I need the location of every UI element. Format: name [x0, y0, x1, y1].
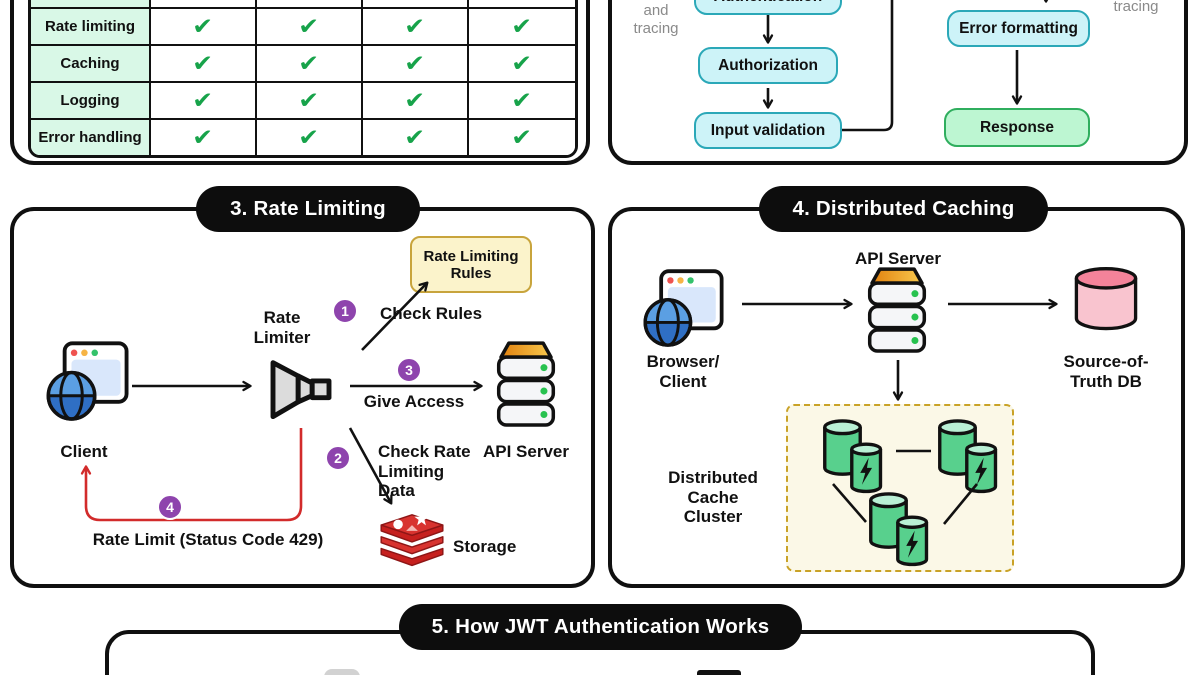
- step-badge-2: 2: [325, 445, 351, 471]
- step-badge-3: 3: [396, 357, 422, 383]
- table-cell: ✔: [363, 46, 469, 83]
- table-row-label: Caching: [31, 46, 151, 83]
- check-icon: ✔: [298, 124, 320, 150]
- step-badge-4: 4: [157, 494, 183, 520]
- browser-client-icon: [643, 269, 724, 347]
- step-badge-1: 1: [332, 298, 358, 324]
- cache-node-icon: [938, 419, 998, 494]
- table-cell: ✔: [151, 9, 257, 46]
- rate-limiter-megaphone-icon: [270, 360, 332, 420]
- cache-api-server-label: API Server: [855, 249, 941, 268]
- check-icon: ✔: [192, 13, 214, 39]
- check-icon: ✔: [511, 50, 533, 76]
- api-server-icon: [496, 341, 556, 427]
- error-formatting-node: Error formatting: [947, 10, 1090, 47]
- table-cell: ✔: [469, 83, 575, 120]
- check-icon: ✔: [404, 124, 426, 150]
- table-cell: ✔: [151, 46, 257, 83]
- check-icon: ✔: [298, 13, 320, 39]
- laptop-icon: [697, 670, 741, 675]
- table-cell: ✔: [257, 120, 363, 155]
- table-row-label: Rate limiting: [31, 9, 151, 46]
- response-node: Response: [944, 108, 1090, 147]
- check-icon: ✔: [404, 50, 426, 76]
- cache-node-icon: [869, 492, 929, 567]
- table-cell: ✔: [469, 120, 575, 155]
- cache-node-icon: [823, 419, 883, 494]
- section-title-rate-limiting: 3. Rate Limiting: [196, 186, 420, 232]
- client-label: Client: [60, 442, 108, 461]
- check-icon: ✔: [404, 13, 426, 39]
- rate-limit-429-label: Rate Limit (Status Code 429): [92, 530, 324, 549]
- pipeline-note-right: tracing: [1113, 0, 1159, 15]
- check-icon: ✔: [298, 50, 320, 76]
- user-icon: [324, 669, 360, 675]
- check-icon: ✔: [192, 87, 214, 113]
- table-cell: ✔: [257, 46, 363, 83]
- table-cell: ✔: [257, 9, 363, 46]
- pipeline-note-left: and tracing: [633, 2, 679, 37]
- rate-limiting-panel: Client Rate Limiter 1 Check Rules Rate L…: [10, 207, 595, 588]
- section-title-distributed-caching: 4. Distributed Caching: [759, 186, 1048, 232]
- rate-limiter-label: Rate Limiter: [253, 308, 311, 347]
- cache-api-server-icon: [867, 267, 927, 353]
- table-cell: ✔: [151, 120, 257, 155]
- authorization-node: Authorization: [698, 47, 838, 84]
- feature-table: Rate limiting ✔ ✔ ✔ ✔ Caching ✔ ✔ ✔ ✔ Lo…: [28, 0, 578, 158]
- cache-cluster-label: Distributed Cache Cluster: [668, 468, 758, 526]
- storage-label: Storage: [453, 537, 517, 556]
- give-access-label: Give Access: [363, 392, 465, 411]
- table-row-label: Error handling: [31, 120, 151, 155]
- table-cell: ✔: [257, 83, 363, 120]
- source-db-label: Source-of- Truth DB: [1063, 352, 1149, 391]
- check-icon: ✔: [511, 124, 533, 150]
- table-cell: ✔: [363, 83, 469, 120]
- check-icon: ✔: [511, 13, 533, 39]
- source-of-truth-db-icon: [1074, 266, 1138, 331]
- rate-limiting-rules-box: Rate Limiting Rules: [410, 236, 532, 293]
- check-icon: ✔: [404, 87, 426, 113]
- input-validation-node: Input validation: [694, 112, 842, 149]
- table-row-label: Logging: [31, 83, 151, 120]
- request-pipeline-panel: and tracing Authentication Authorization…: [608, 0, 1188, 165]
- table-cell: ✔: [363, 120, 469, 155]
- table-cell: ✔: [363, 9, 469, 46]
- storage-redis-icon: [380, 511, 444, 567]
- check-rate-data-label: Check Rate Limiting Data: [378, 442, 471, 500]
- check-icon: ✔: [192, 50, 214, 76]
- distributed-caching-panel: API Server Browser/ Client: [608, 207, 1185, 588]
- check-icon: ✔: [298, 87, 320, 113]
- check-rules-label: Check Rules: [380, 304, 483, 323]
- check-icon: ✔: [511, 87, 533, 113]
- section-title-jwt: 5. How JWT Authentication Works: [399, 604, 802, 650]
- client-browser-icon: [46, 341, 129, 421]
- table-cell: ✔: [469, 46, 575, 83]
- browser-client-label: Browser/ Client: [646, 352, 720, 391]
- api-server-label: API Server: [483, 442, 569, 461]
- check-icon: ✔: [192, 124, 214, 150]
- table-cell: ✔: [151, 83, 257, 120]
- authentication-node: Authentication: [694, 0, 842, 15]
- feature-table-panel: Rate limiting ✔ ✔ ✔ ✔ Caching ✔ ✔ ✔ ✔ Lo…: [10, 0, 590, 165]
- table-row-label: [31, 0, 151, 9]
- table-cell: ✔: [469, 9, 575, 46]
